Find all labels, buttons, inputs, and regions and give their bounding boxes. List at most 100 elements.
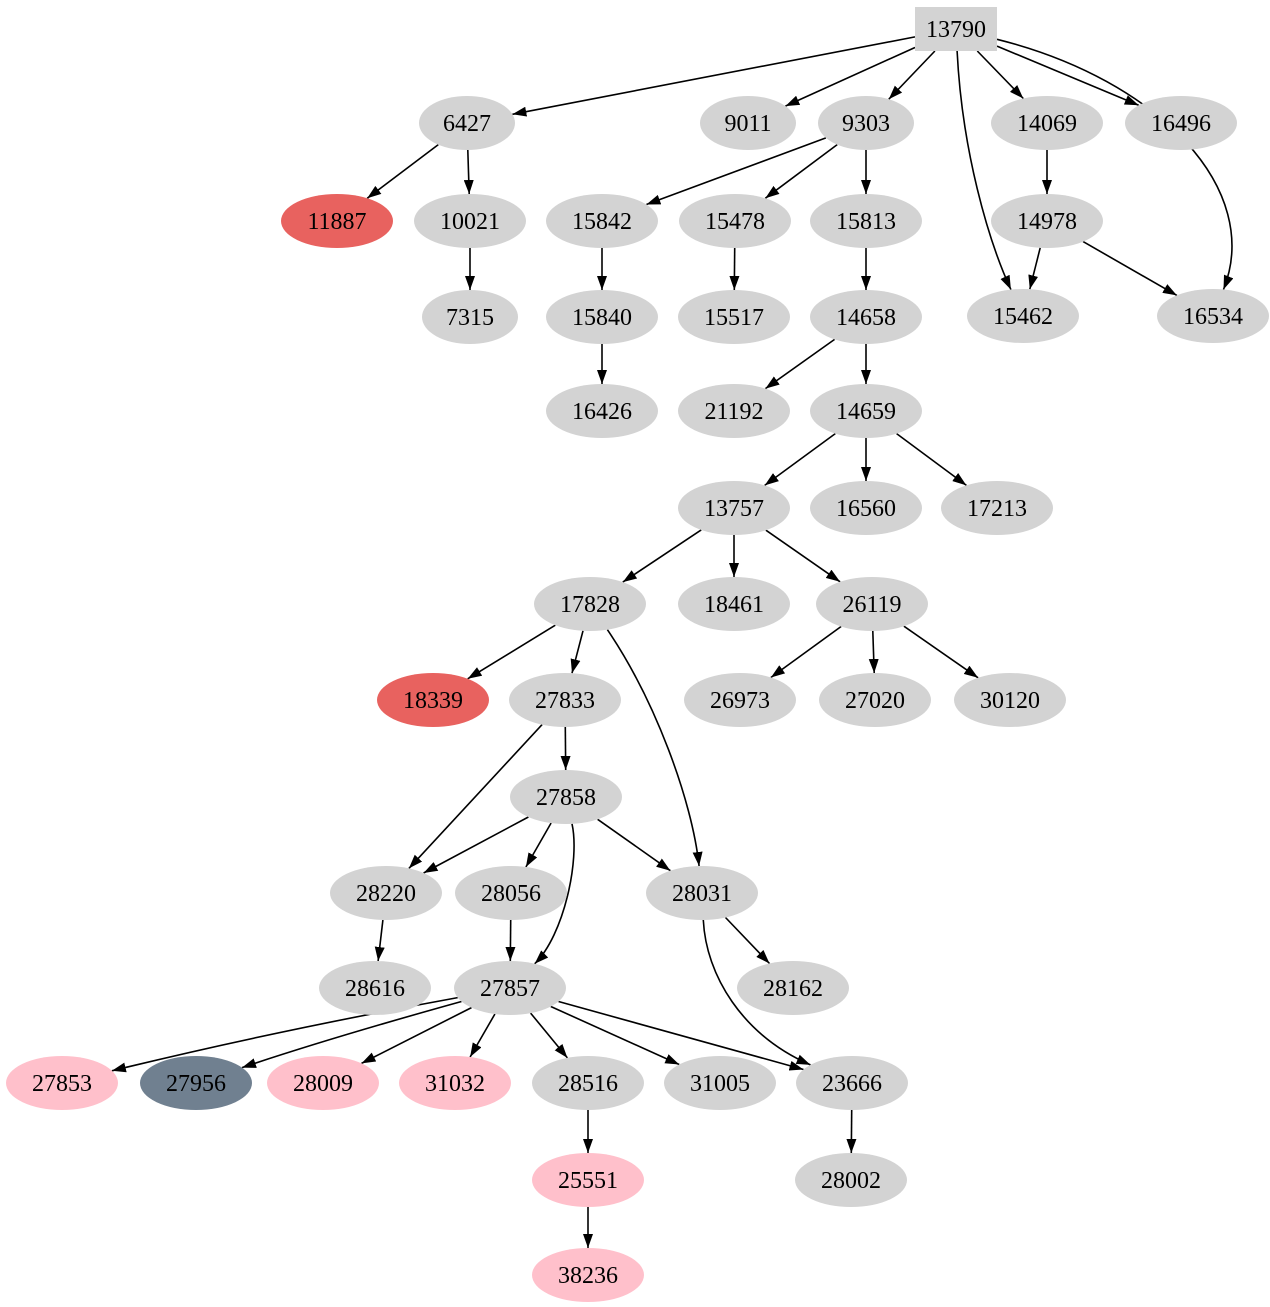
node-ellipse-27853 [6,1056,118,1110]
node-ellipse-14659 [810,384,922,438]
node-label-28162: 28162 [763,976,823,1002]
edge-13790-6427 [512,36,916,117]
node-label-23666: 23666 [822,1071,882,1097]
edge-13790-14069 [976,50,1024,100]
node-18461: 18461 [678,577,790,631]
node-label-18461: 18461 [704,592,764,618]
node-ellipse-14978 [991,194,1103,248]
node-14658: 14658 [810,290,922,344]
node-ellipse-9303 [818,96,914,150]
node-23666: 23666 [796,1056,908,1110]
node-ellipse-9011 [700,96,796,150]
edge-27833-28220 [408,724,543,869]
node-label-27833: 27833 [535,688,595,714]
node-ellipse-30120 [954,673,1066,727]
node-ellipse-6427 [419,96,515,150]
edge-14659-13757 [764,432,836,487]
edges-layer [111,36,1234,1248]
node-label-14658: 14658 [836,305,896,331]
edge-27857-31005 [550,1005,680,1066]
node-27020: 27020 [819,673,931,727]
node-ellipse-28220 [330,866,442,920]
node-label-10021: 10021 [440,209,500,235]
node-label-11887: 11887 [307,209,366,235]
node-10021: 10021 [414,194,526,248]
node-label-14659: 14659 [836,399,896,425]
node-ellipse-16426 [546,384,658,438]
node-ellipse-27956 [140,1056,252,1110]
edge-13790-9011 [785,46,916,107]
node-ellipse-27833 [509,673,621,727]
node-ellipse-10021 [414,194,526,248]
node-ellipse-28516 [532,1056,644,1110]
edge-26119-30120 [903,625,979,679]
edge-17828-18339 [467,624,556,680]
node-ellipse-17213 [941,481,1053,535]
edge-13790-16496 [996,45,1140,107]
node-27956: 27956 [140,1056,252,1110]
node-ellipse-26119 [816,577,928,631]
node-ellipse-27857 [454,961,566,1015]
node-label-28616: 28616 [345,976,405,1002]
node-6427: 6427 [419,96,515,150]
node-label-16426: 16426 [572,399,632,425]
node-14659: 14659 [810,384,922,438]
node-27853: 27853 [6,1056,118,1110]
edge-26119-27020 [868,630,879,674]
node-label-21192: 21192 [704,399,763,425]
node-14978: 14978 [991,194,1103,248]
node-15517: 15517 [678,290,790,344]
node-label-16534: 16534 [1183,304,1243,330]
node-18339: 18339 [377,673,489,727]
node-15813: 15813 [810,194,922,248]
node-ellipse-11887 [281,194,393,248]
node-14069: 14069 [991,96,1103,150]
node-ellipse-13757 [678,481,790,535]
node-ellipse-15478 [679,194,791,248]
edge-13757-26119 [765,529,841,583]
node-ellipse-25551 [532,1153,644,1207]
node-9011: 9011 [700,96,796,150]
node-label-14978: 14978 [1017,209,1077,235]
edge-6427-11887 [366,143,439,199]
edge-27857-28009 [361,1006,472,1065]
node-28516: 28516 [532,1056,644,1110]
edge-13790-16534 [996,38,1234,290]
node-ellipse-16534 [1157,289,1269,343]
node-ellipse-18461 [678,577,790,631]
node-label-13790: 13790 [926,17,986,43]
node-ellipse-38236 [532,1248,644,1302]
edge-27858-28220 [423,816,529,874]
node-ellipse-17828 [534,577,646,631]
node-ellipse-31032 [399,1056,511,1110]
edge-27858-28031 [597,818,671,872]
edge-13790-15462 [956,50,1012,290]
node-17828: 17828 [534,577,646,631]
edge-28031-23666 [702,919,811,1066]
node-ellipse-18339 [377,673,489,727]
node-label-6427: 6427 [443,111,491,137]
node-26119: 26119 [816,577,928,631]
node-16560: 16560 [810,481,922,535]
edge-14659-17213 [896,432,967,487]
edge-9303-15842 [646,137,827,206]
node-label-27858: 27858 [536,785,596,811]
node-27857: 27857 [454,961,566,1015]
node-7315: 7315 [422,290,518,344]
node-label-17828: 17828 [560,592,620,618]
node-label-31005: 31005 [690,1071,750,1097]
node-label-15478: 15478 [705,209,765,235]
node-label-28220: 28220 [356,881,416,907]
node-27858: 27858 [510,770,622,824]
node-ellipse-28002 [795,1153,907,1207]
node-ellipse-27020 [819,673,931,727]
node-15462: 15462 [967,289,1079,343]
edge-14658-21192 [764,338,836,390]
node-21192: 21192 [678,384,790,438]
node-label-9303: 9303 [842,111,890,137]
node-label-27020: 27020 [845,688,905,714]
node-15840: 15840 [546,290,658,344]
node-ellipse-21192 [678,384,790,438]
node-ellipse-15840 [546,290,658,344]
